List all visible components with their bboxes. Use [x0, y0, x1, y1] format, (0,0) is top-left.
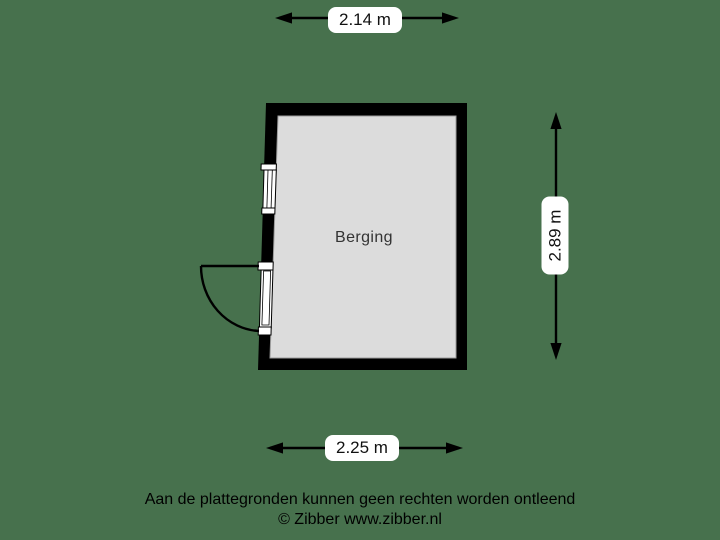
footer-disclaimer-text: Aan de plattegronden kunnen geen rechten…	[144, 491, 576, 508]
window-icon	[260, 163, 277, 215]
door-swing-arc	[199, 265, 260, 333]
footer: Aan de plattegronden kunnen geen rechten…	[0, 490, 720, 530]
footer-copyright-text: © Zibber www.zibber.nl	[278, 511, 442, 528]
dimension-label-top-width: 2.14 m	[328, 7, 402, 33]
room-name-label: Berging	[335, 229, 393, 246]
dimension-label-bottom-width: 2.25 m	[325, 435, 399, 461]
door-icon	[199, 261, 274, 336]
dimension-label-right-height: 2.89 m	[541, 196, 569, 275]
